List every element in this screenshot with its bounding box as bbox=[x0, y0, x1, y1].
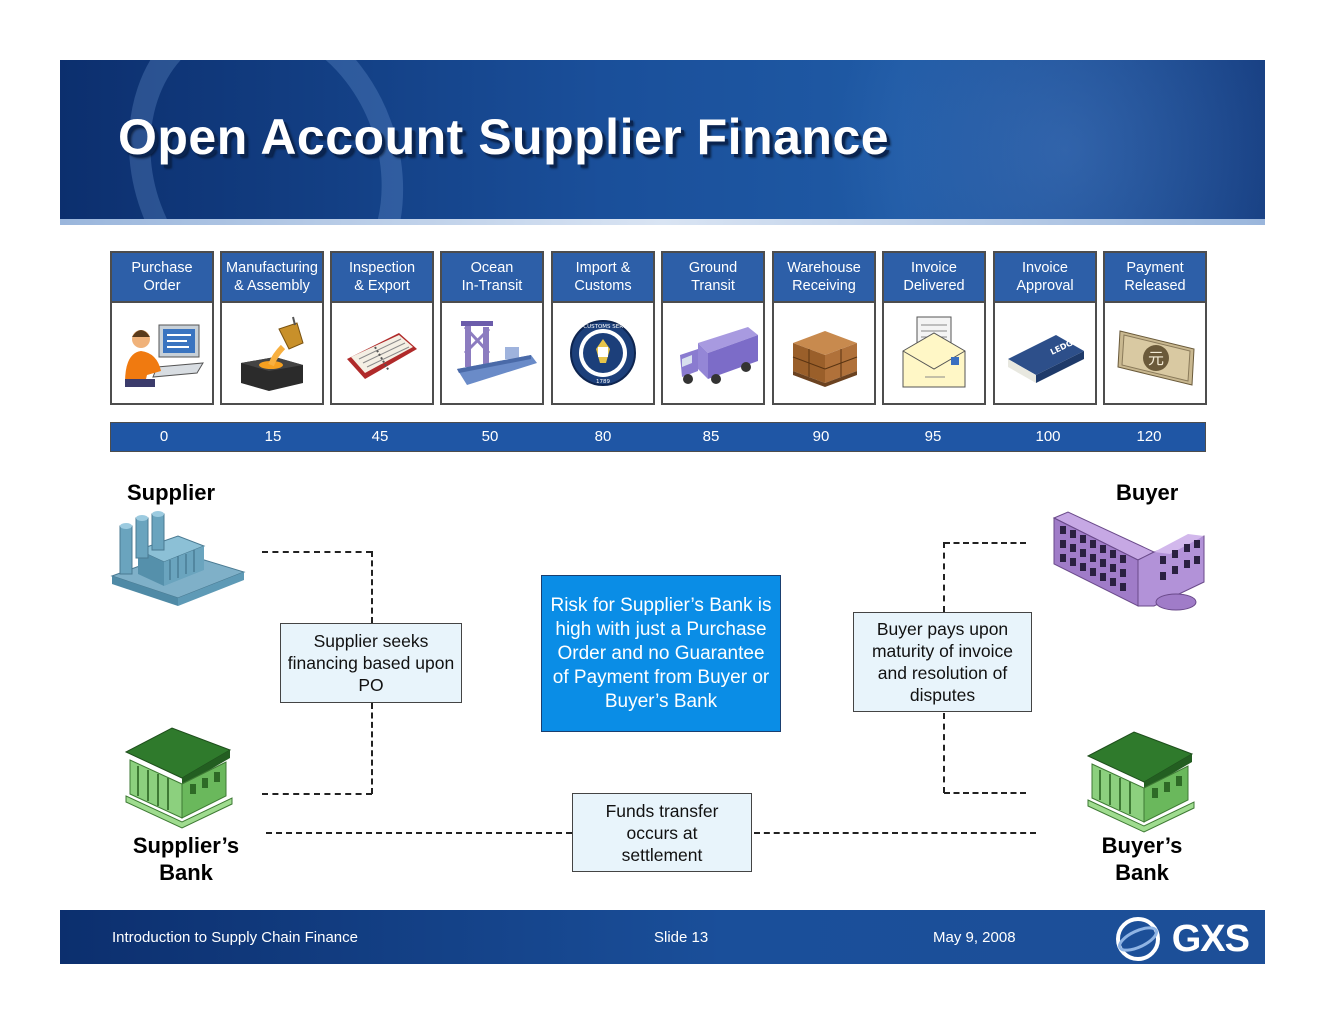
smelting-icon bbox=[241, 316, 304, 391]
supplier-bank-icon bbox=[124, 727, 233, 829]
day-label: 100 bbox=[1035, 428, 1061, 445]
step-label: Warehouse Receiving bbox=[774, 253, 874, 303]
day-label: 0 bbox=[159, 428, 169, 445]
callout-funds-transfer: Funds transfer occurs at settlement bbox=[572, 793, 752, 872]
step-label: Payment Released bbox=[1105, 253, 1205, 303]
customs-seal-year: 1789 bbox=[596, 379, 610, 385]
step-purchase-order: Purchase Order bbox=[110, 251, 214, 405]
connector-line bbox=[371, 703, 373, 794]
buyer-bank-icon bbox=[1086, 731, 1195, 833]
day-label: 95 bbox=[924, 428, 942, 445]
step-label: Purchase Order bbox=[112, 253, 212, 303]
buyer-bank-line1: Buyer’s bbox=[1101, 833, 1183, 858]
truck-icon bbox=[680, 327, 758, 384]
step-label: Manufacturing & Assembly bbox=[222, 253, 322, 303]
gxs-wordmark: GXS bbox=[1171, 917, 1250, 960]
supplier-bank-line2: Bank bbox=[159, 860, 213, 885]
factory-icon bbox=[110, 511, 246, 606]
day-label: 45 bbox=[371, 428, 389, 445]
footer-bar: Introduction to Supply Chain Finance Sli… bbox=[60, 910, 1265, 964]
connector-line bbox=[944, 792, 1026, 794]
step-warehouse-receiving: Warehouse Receiving bbox=[772, 251, 876, 405]
planner-icon bbox=[347, 333, 417, 379]
step-label: Invoice Approval bbox=[995, 253, 1095, 303]
step-ocean-transit: Ocean In-Transit bbox=[440, 251, 544, 405]
banner-stripe bbox=[60, 219, 1265, 225]
banknote-icon: 元 bbox=[1117, 330, 1195, 386]
customs-seal-text: U.S. CUSTOMS SERVICE bbox=[571, 324, 637, 330]
connector-line bbox=[266, 832, 572, 834]
connector-line bbox=[944, 542, 1026, 544]
callout-risk: Risk for Supplier’s Bank is high with ju… bbox=[541, 575, 781, 732]
gxs-globe-icon bbox=[1115, 917, 1160, 961]
envelope-icon bbox=[902, 316, 966, 388]
day-label: 85 bbox=[702, 428, 720, 445]
day-label: 120 bbox=[1136, 428, 1162, 445]
connector-line bbox=[943, 713, 945, 793]
step-label: Inspection & Export bbox=[332, 253, 432, 303]
office-building-icon bbox=[1052, 511, 1205, 611]
step-payment-released: Payment Released 元 bbox=[1103, 251, 1207, 405]
footer-date: May 9, 2008 bbox=[933, 929, 1016, 946]
ledger-icon: LEDGER bbox=[1008, 333, 1085, 383]
buyer-bank-line2: Bank bbox=[1115, 860, 1169, 885]
supplier-bank-label: Supplier’s Bank bbox=[126, 832, 246, 886]
gxs-logo: GXS bbox=[1114, 916, 1250, 962]
step-label: Invoice Delivered bbox=[884, 253, 984, 303]
step-ground-transit: Ground Transit bbox=[661, 251, 765, 405]
connector-line bbox=[262, 551, 372, 553]
step-invoice-approval: Invoice Approval LEDGER bbox=[993, 251, 1097, 405]
callout-buyer-pays: Buyer pays upon maturity of invoice and … bbox=[853, 612, 1032, 712]
connector-line bbox=[754, 832, 1036, 834]
step-invoice-delivered: Invoice Delivered bbox=[882, 251, 986, 405]
ship-icon bbox=[457, 321, 537, 385]
supplier-label: Supplier bbox=[127, 480, 216, 505]
days-timeline-bar: 0 15 45 50 80 85 90 95 100 120 bbox=[110, 422, 1206, 452]
buyer-bank-label: Buyer’s Bank bbox=[1082, 832, 1202, 886]
buyer-label: Buyer bbox=[1116, 480, 1179, 505]
step-label: Ground Transit bbox=[663, 253, 763, 303]
step-import-customs: Import & Customs U.S. CUSTOMS SERVICE 17… bbox=[551, 251, 655, 405]
connector-line bbox=[262, 793, 372, 795]
globe-graphic bbox=[805, 60, 1265, 220]
footer-slide-number: Slide 13 bbox=[654, 929, 709, 946]
step-label: Ocean In-Transit bbox=[442, 253, 542, 303]
footer-presentation-title: Introduction to Supply Chain Finance bbox=[112, 929, 358, 946]
connector-line bbox=[943, 542, 945, 612]
connector-line bbox=[371, 551, 373, 623]
step-manufacturing: Manufacturing & Assembly bbox=[220, 251, 324, 405]
step-inspection: Inspection & Export bbox=[330, 251, 434, 405]
day-label: 50 bbox=[481, 428, 499, 445]
currency-symbol: 元 bbox=[1148, 349, 1164, 368]
title-banner: Open Account Supplier Finance bbox=[60, 60, 1265, 220]
pallet-icon bbox=[792, 331, 858, 387]
step-label: Import & Customs bbox=[553, 253, 653, 303]
customs-seal-icon: U.S. CUSTOMS SERVICE 1789 bbox=[570, 320, 637, 386]
day-label: 15 bbox=[264, 428, 282, 445]
supplier-bank-line1: Supplier’s bbox=[132, 833, 240, 858]
operator-icon bbox=[125, 324, 204, 387]
callout-supplier-seeks: Supplier seeks financing based upon PO bbox=[280, 623, 462, 703]
slide-title: Open Account Supplier Finance bbox=[118, 109, 890, 165]
day-label: 80 bbox=[594, 428, 612, 445]
day-label: 90 bbox=[812, 428, 830, 445]
